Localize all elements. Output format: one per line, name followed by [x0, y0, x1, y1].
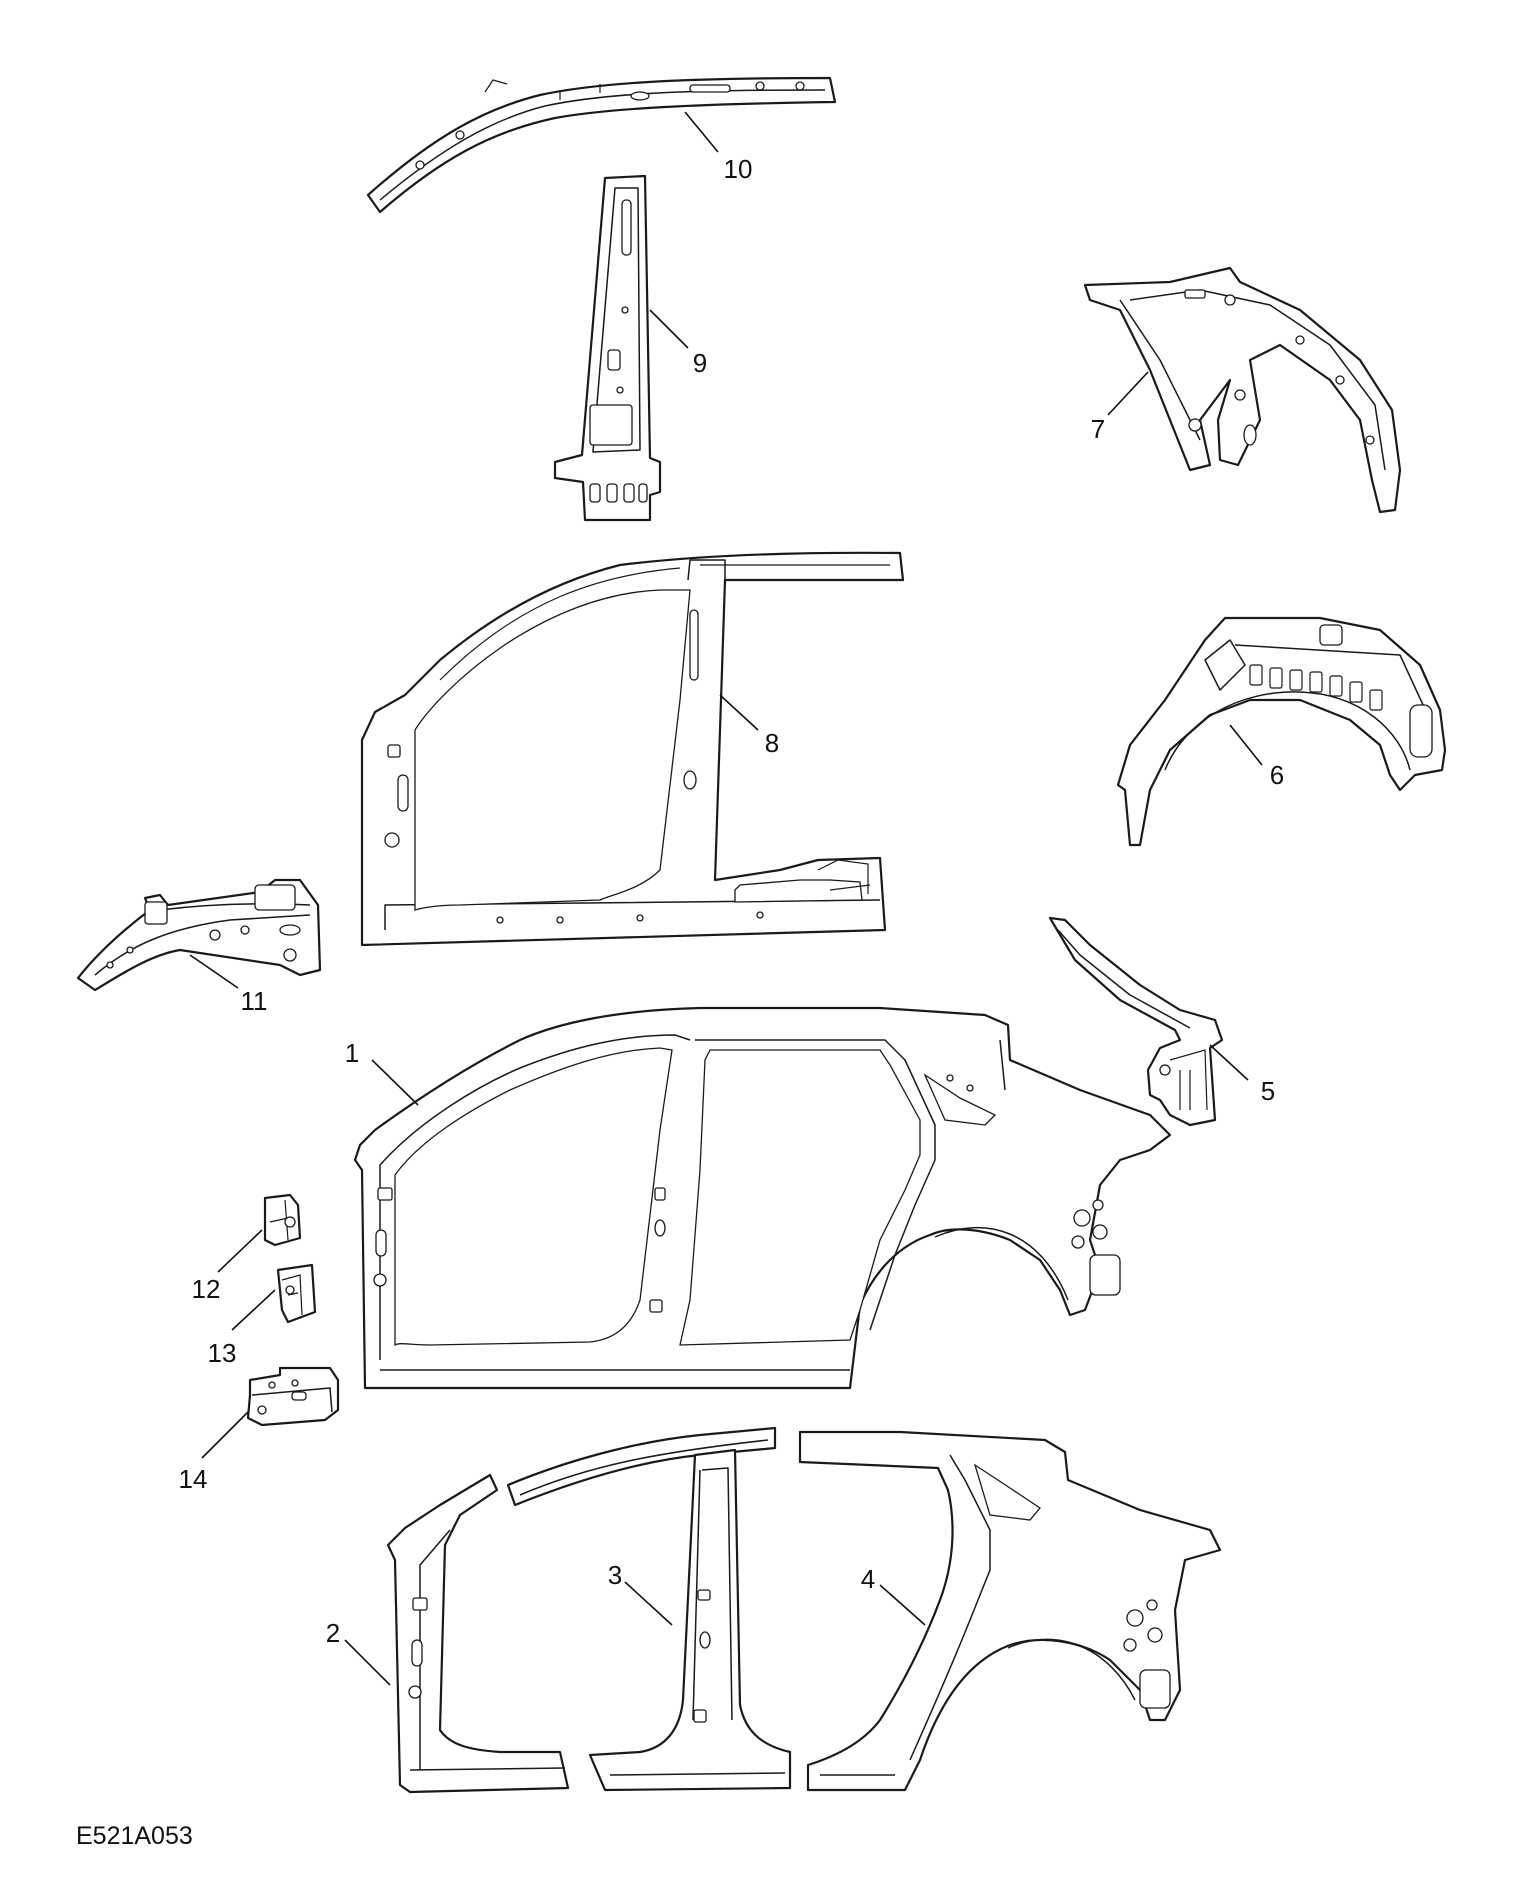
part-10-roof-rail — [366, 76, 837, 214]
part-12-small-bracket — [263, 1193, 302, 1247]
part-7-rear-structure-bracket — [1083, 266, 1402, 514]
leader-14 — [201, 1411, 249, 1459]
callout-9: 9 — [693, 348, 707, 378]
figure-reference-code: E521A053 — [76, 1822, 193, 1850]
leader-5 — [1209, 1044, 1249, 1081]
callout-12: 12 — [192, 1274, 221, 1304]
part-14-sill-end-reinforcement — [246, 1366, 340, 1427]
callout-1: 1 — [345, 1038, 359, 1068]
part-13-small-bracket — [276, 1263, 317, 1324]
leader-9 — [649, 309, 689, 349]
leader-6 — [1229, 724, 1263, 766]
leader-lines — [189, 111, 1263, 1686]
leader-13 — [231, 1289, 276, 1331]
callout-13: 13 — [208, 1338, 237, 1368]
leader-1 — [371, 1059, 419, 1106]
part-3-b-pillar-outer — [588, 1448, 792, 1792]
callout-14: 14 — [179, 1464, 208, 1494]
leader-12 — [217, 1229, 263, 1273]
part-1-body-side-outer-complete — [353, 1006, 1172, 1390]
callout-6: 6 — [1270, 760, 1284, 790]
leader-3 — [624, 1581, 673, 1626]
leader-2 — [344, 1639, 391, 1686]
part-2-front-pillar-section — [386, 1473, 570, 1794]
part-11-front-apron-reinforcement — [76, 878, 322, 992]
callout-3: 3 — [608, 1560, 622, 1590]
callout-8: 8 — [765, 728, 779, 758]
leader-4 — [879, 1584, 926, 1626]
part-5-d-pillar-reinforcement — [1048, 916, 1224, 1127]
leader-11 — [189, 954, 239, 989]
leader-7 — [1107, 371, 1149, 416]
part-8-inner-body-side — [360, 551, 905, 947]
callout-5: 5 — [1261, 1076, 1275, 1106]
callout-11: 11 — [241, 986, 268, 1016]
callout-4: 4 — [861, 1564, 875, 1594]
leader-10 — [684, 111, 719, 153]
callout-labels: 1 2 3 4 5 6 7 8 9 10 11 12 13 14 — [179, 154, 1285, 1648]
callout-10: 10 — [724, 154, 753, 184]
callout-2: 2 — [326, 1618, 340, 1648]
callout-7: 7 — [1091, 414, 1105, 444]
part-6-rear-wheel-arch-panel — [1116, 616, 1447, 847]
part-9-b-pillar-reinforcement — [553, 174, 662, 522]
leader-8 — [719, 694, 759, 731]
part-4-rear-quarter-outer — [798, 1430, 1222, 1792]
part-2-roof-segment — [506, 1426, 777, 1507]
